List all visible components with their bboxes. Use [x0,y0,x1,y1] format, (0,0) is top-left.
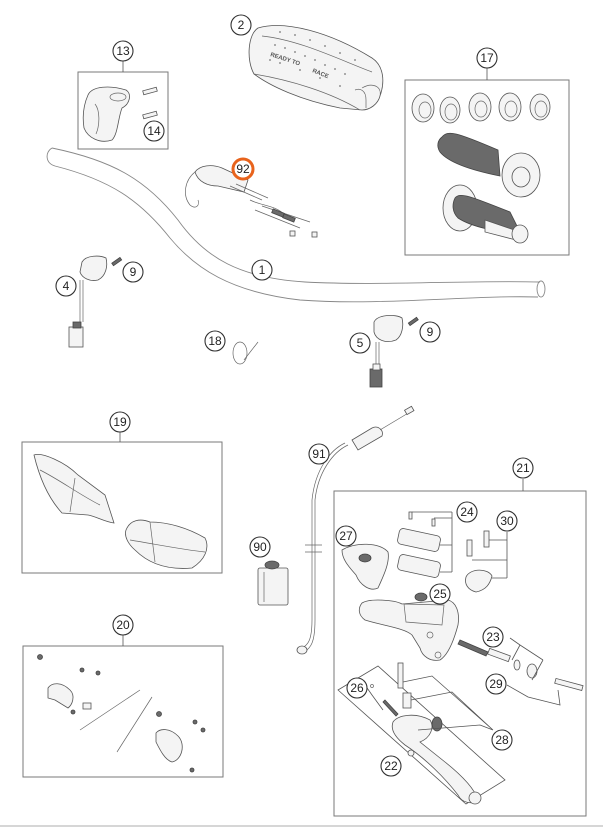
svg-text:27: 27 [339,529,353,543]
svg-text:22: 22 [384,759,398,773]
callout-1[interactable]: 1 [251,259,273,281]
svg-text:20: 20 [116,618,130,632]
handlebar[interactable] [46,147,546,303]
callout-25[interactable]: 25 [429,583,451,605]
highlight-ring [231,157,255,181]
svg-text:14: 14 [147,124,161,138]
callout-24[interactable]: 24 [456,501,478,523]
piston-kit[interactable] [457,637,544,681]
svg-text:25: 25 [433,587,447,601]
svg-text:90: 90 [253,540,267,554]
svg-text:2: 2 [238,18,245,32]
lever-spring-kit[interactable] [364,684,399,717]
svg-text:4: 4 [63,279,70,293]
svg-text:17: 17 [480,51,494,65]
throttle-screws[interactable] [142,86,158,120]
callout-22[interactable]: 22 [380,755,402,777]
handlebar-pad[interactable]: READY TO RACE [248,25,384,111]
left-switch[interactable] [68,255,108,348]
svg-text:5: 5 [357,336,364,350]
cable-tie[interactable] [232,341,259,365]
lever-guard[interactable] [341,543,389,590]
svg-text:18: 18 [208,334,222,348]
callout-90[interactable]: 90 [249,536,271,558]
svg-text:13: 13 [116,44,130,58]
clutch-line[interactable] [296,405,415,655]
svg-text:24: 24 [460,505,474,519]
kit-frame-20 [22,645,224,778]
callout-17[interactable]: 17 [476,47,498,69]
svg-text:23: 23 [486,630,500,644]
svg-text:29: 29 [489,677,503,691]
callout-30[interactable]: 30 [496,510,518,532]
callout-9-left[interactable]: 9 [122,261,144,283]
svg-text:9: 9 [427,325,434,339]
callout-21[interactable]: 21 [512,457,534,479]
clamp-kit[interactable] [465,530,508,593]
handguard-left[interactable] [33,454,115,524]
reservoir-cover[interactable] [397,511,453,578]
callout-18[interactable]: 18 [204,330,226,352]
callout-13[interactable]: 13 [112,40,134,62]
svg-text:21: 21 [516,461,530,475]
callout-92[interactable]: 92 [231,157,255,181]
callout-91[interactable]: 91 [308,443,330,465]
kit-frame-21 [333,490,587,817]
grip-throttle-side[interactable] [437,132,541,198]
callout-14[interactable]: 14 [143,120,165,142]
kit-frame-19 [21,441,223,574]
svg-text:28: 28 [495,733,509,747]
callout-27[interactable]: 27 [335,525,357,547]
handguard-right[interactable] [125,519,208,569]
adjuster[interactable] [414,592,428,602]
svg-text:19: 19 [113,415,127,429]
svg-text:30: 30 [500,514,514,528]
callout-19[interactable]: 19 [109,411,131,433]
master-cylinder-body[interactable] [358,599,459,661]
handguard-mounts[interactable] [37,654,206,773]
grip-cams[interactable] [411,92,551,124]
callout-29[interactable]: 29 [485,673,507,695]
callout-5[interactable]: 5 [349,332,371,354]
right-switch[interactable] [369,314,404,388]
callout-20[interactable]: 20 [112,614,134,636]
svg-text:91: 91 [312,447,326,461]
pad-text-race: RACE [311,68,329,80]
screw-left[interactable] [111,256,123,267]
footer-divider [0,825,603,827]
throttle-cables[interactable] [185,165,318,238]
hydraulic-fluid-bottle[interactable] [257,560,289,606]
callout-4[interactable]: 4 [55,275,77,297]
callout-26[interactable]: 26 [346,677,368,699]
callout-23[interactable]: 23 [482,626,504,648]
callout-28[interactable]: 28 [491,729,513,751]
lever-pivot-kit[interactable] [397,662,494,731]
callout-2[interactable]: 2 [230,14,252,36]
grip-clutch-side[interactable] [442,184,529,244]
push-rod[interactable] [506,677,584,706]
callout-9-right[interactable]: 9 [419,321,441,343]
throttle-housing[interactable] [82,86,130,142]
svg-text:9: 9 [130,265,137,279]
svg-text:1: 1 [259,263,266,277]
svg-text:26: 26 [350,681,364,695]
screw-right[interactable] [407,316,419,327]
clutch-lever[interactable] [337,665,506,805]
svg-text:92: 92 [236,162,250,176]
